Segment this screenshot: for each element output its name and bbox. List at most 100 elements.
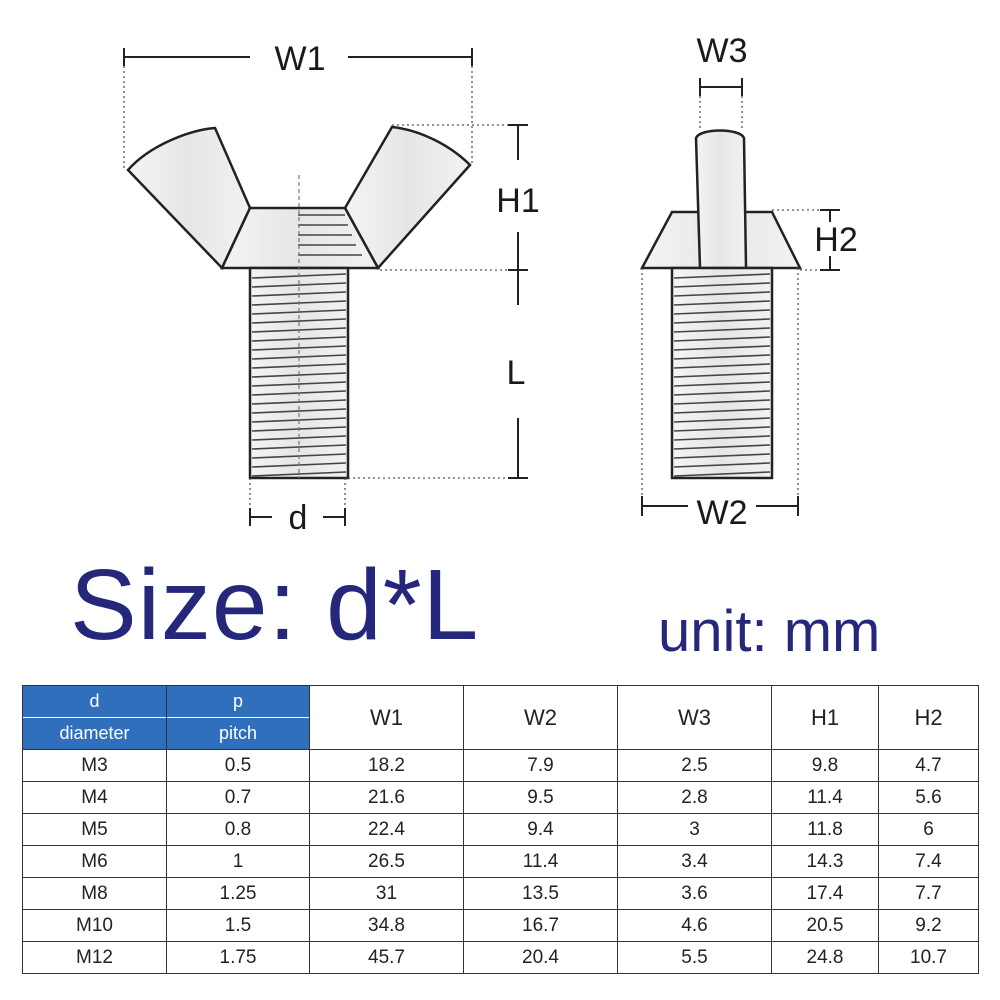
table-row: M3 0.5 18.2 7.9 2.5 9.8 4.7: [22, 749, 979, 782]
cell-h2: 6: [878, 813, 979, 846]
thread-line: [673, 354, 771, 360]
cell-w2: 11.4: [463, 845, 618, 878]
d-label: d: [289, 499, 308, 537]
cell-w2: 20.4: [463, 941, 618, 974]
cell-w2: 9.5: [463, 781, 618, 814]
thread-line: [251, 444, 347, 450]
thread-line: [673, 453, 771, 459]
cell-diameter: M8: [22, 877, 167, 910]
table-row: M5 0.8 22.4 9.4 3 11.8 6: [22, 813, 979, 846]
cell-pitch: 0.8: [166, 813, 310, 846]
thread-line: [251, 408, 347, 414]
header-h1: H1: [771, 685, 879, 750]
header-pitch: p pitch: [166, 685, 310, 750]
cell-pitch: 1.5: [166, 909, 310, 942]
thread-line: [673, 426, 771, 432]
hub-thread-section: [298, 214, 362, 256]
unit-label: unit: mm: [658, 599, 881, 664]
cell-h2: 7.4: [878, 845, 979, 878]
side-threads: [673, 273, 771, 477]
cell-pitch: 1.75: [166, 941, 310, 974]
cell-h2: 4.7: [878, 749, 979, 782]
side-wing: [694, 129, 748, 270]
left-wing: [126, 126, 252, 271]
size-title: Size: d*L: [70, 549, 480, 661]
side-dimensions: [641, 78, 840, 516]
cell-w3: 3.6: [617, 877, 772, 910]
cell-diameter: M5: [22, 813, 167, 846]
wing-screw-drawing: W1 H1 L d W3 H2 W2: [123, 32, 858, 537]
side-extension-lines: [641, 96, 820, 496]
cell-w2: 7.9: [463, 749, 618, 782]
cell-h2: 5.6: [878, 781, 979, 814]
cell-h2: 10.7: [878, 941, 979, 974]
thread-line: [673, 471, 771, 477]
cell-diameter: M3: [22, 749, 167, 782]
front-extension-lines: [123, 66, 508, 508]
cell-diameter: M10: [22, 909, 167, 942]
thread-line: [673, 282, 771, 288]
thread-line: [673, 300, 771, 306]
w3-label: W3: [697, 32, 748, 70]
thread-line: [673, 336, 771, 342]
cell-h1: 11.4: [771, 781, 879, 814]
thread-line: [251, 318, 347, 324]
header-h2: H2: [878, 685, 979, 750]
cell-diameter: M6: [22, 845, 167, 878]
cell-h2: 7.7: [878, 877, 979, 910]
cell-h1: 9.8: [771, 749, 879, 782]
thread-line: [673, 417, 771, 423]
cell-w1: 31: [309, 877, 464, 910]
cell-w2: 9.4: [463, 813, 618, 846]
thread-line: [673, 345, 771, 351]
cell-pitch: 1: [166, 845, 310, 878]
cell-h1: 11.8: [771, 813, 879, 846]
thread-line: [251, 282, 347, 288]
cell-w3: 2.8: [617, 781, 772, 814]
header-w2: W2: [463, 685, 618, 750]
h2-label: H2: [814, 221, 857, 259]
cell-h1: 24.8: [771, 941, 879, 974]
cell-w2: 16.7: [463, 909, 618, 942]
side-view: [639, 129, 803, 480]
cell-w1: 21.6: [309, 781, 464, 814]
thread-line: [673, 318, 771, 324]
spec-table: d diameter p pitch W1 W2 W3 H1 H2 M3 0.5…: [22, 685, 979, 974]
h1-label: H1: [496, 182, 539, 220]
thread-line: [673, 435, 771, 441]
table-header-row: d diameter p pitch W1 W2 W3 H1 H2: [22, 685, 979, 750]
thread-line: [673, 363, 771, 369]
cell-w1: 22.4: [309, 813, 464, 846]
cell-w1: 34.8: [309, 909, 464, 942]
thread-line: [251, 471, 347, 477]
cell-diameter: M4: [22, 781, 167, 814]
cell-w3: 3: [617, 813, 772, 846]
thread-line: [673, 273, 771, 279]
cell-pitch: 0.5: [166, 749, 310, 782]
header-w3: W3: [617, 685, 772, 750]
front-dimensions: [123, 48, 528, 526]
thread-line: [673, 462, 771, 468]
l-label: L: [507, 354, 526, 392]
w1-label: W1: [275, 40, 326, 78]
cell-pitch: 1.25: [166, 877, 310, 910]
thread-line: [673, 309, 771, 315]
thread-line: [673, 327, 771, 333]
header-p: p: [167, 686, 309, 718]
table-row: M12 1.75 45.7 20.4 5.5 24.8 10.7: [22, 941, 979, 974]
cell-w3: 5.5: [617, 941, 772, 974]
header-diameter-text: diameter: [59, 723, 130, 743]
cell-w1: 26.5: [309, 845, 464, 878]
header-pitch-text: pitch: [218, 723, 258, 743]
table-row: M8 1.25 31 13.5 3.6 17.4 7.7: [22, 877, 979, 910]
thread-line: [673, 408, 771, 414]
cell-h2: 9.2: [878, 909, 979, 942]
cell-w2: 13.5: [463, 877, 618, 910]
header-diameter: d diameter: [22, 685, 167, 750]
thread-line: [673, 444, 771, 450]
thread-line: [251, 381, 347, 387]
w2-label: W2: [697, 494, 748, 532]
cell-w3: 3.4: [617, 845, 772, 878]
thread-line: [251, 345, 347, 351]
table-row: M4 0.7 21.6 9.5 2.8 11.4 5.6: [22, 781, 979, 814]
